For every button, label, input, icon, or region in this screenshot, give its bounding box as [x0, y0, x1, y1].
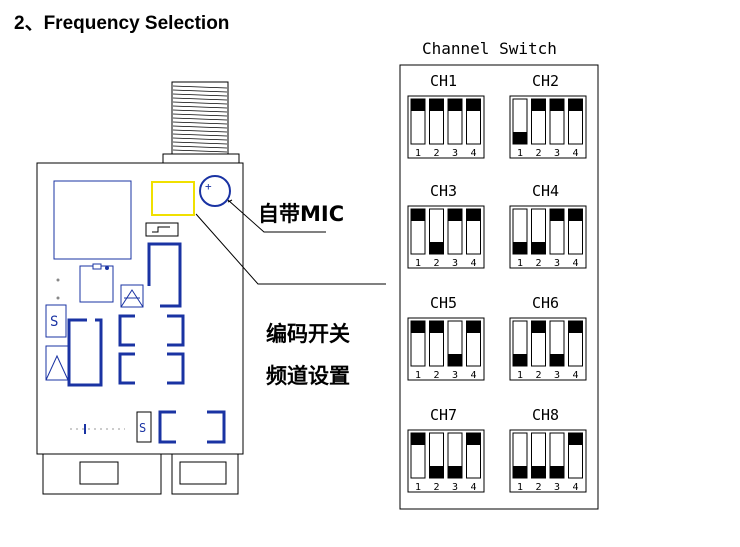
channel-7: CH7 1 2 3 4: [407, 406, 485, 493]
pin-number: 1: [517, 258, 523, 269]
mic-label: 自带MIC: [258, 202, 345, 226]
dip-switch-knob-up: [466, 99, 481, 111]
antenna-connector: [162, 81, 240, 167]
pin-number: 4: [471, 370, 477, 381]
pin-number: 2: [434, 370, 440, 381]
dip-switch-knob-down: [448, 354, 462, 366]
channel-2: CH2 1 2 3 4: [509, 72, 587, 159]
pin-number: 4: [573, 370, 579, 381]
dip-switch-knob-up: [411, 433, 425, 445]
pin-number: 2: [536, 258, 542, 269]
channel-label: CH1: [430, 72, 457, 90]
dip-switch-knob-up: [568, 321, 583, 333]
pin-number: 2: [434, 482, 440, 493]
pin-number: 4: [471, 148, 477, 159]
pin-number: 3: [452, 258, 458, 269]
dip-switch-knob-up: [466, 433, 481, 445]
dip-switch-knob-up: [568, 433, 583, 445]
channel-8: CH8 1 2 3 4: [509, 406, 587, 493]
pin-number: 3: [452, 148, 458, 159]
dip-switch-knob-up: [568, 99, 583, 111]
channel-label: CH2: [532, 72, 559, 90]
dip-switch-knob-down: [429, 466, 444, 478]
dip-switch-knob-up: [411, 321, 425, 333]
dip-switch-knob-down: [513, 132, 527, 144]
channel-6: CH6 1 2 3 4: [509, 294, 587, 381]
pin-number: 1: [415, 482, 421, 493]
channel-label: CH6: [532, 294, 559, 312]
dip-switch-knob-down: [531, 242, 546, 254]
dip-switch-knob-up: [411, 209, 425, 221]
pin-number: 1: [415, 148, 421, 159]
channel-label: CH5: [430, 294, 457, 312]
pin-number: 4: [471, 258, 477, 269]
dip-switch-knob-up: [448, 209, 462, 221]
bottom-connectors: [42, 453, 239, 495]
pin-number: 3: [554, 482, 560, 493]
channel-1: CH1 1 2 3 4: [407, 72, 485, 159]
channel-3: CH3 1 2 3 4: [407, 182, 485, 269]
channel-switch-title: Channel Switch: [422, 39, 557, 58]
channel-5: CH5 1 2 3 4: [407, 294, 485, 381]
dip-switch-knob-down: [429, 242, 444, 254]
dip-switch-knob-down: [513, 242, 527, 254]
dip-switch-knob-down: [513, 466, 527, 478]
pin-number: 1: [415, 370, 421, 381]
svg-text:+: +: [205, 180, 212, 193]
dip-switch-knob-up: [429, 321, 444, 333]
dip-switch-knob-up: [411, 99, 425, 111]
dip-switch-label: 编码开关: [266, 322, 350, 346]
dip-switch-knob-up: [550, 99, 564, 111]
dip-switch-knob-up: [466, 209, 481, 221]
svg-text:S: S: [139, 421, 146, 435]
dip-switch-knob-up: [429, 99, 444, 111]
channel-label: CH4: [532, 182, 559, 200]
pcb-board: + S S: [36, 162, 244, 455]
pin-number: 2: [536, 148, 542, 159]
pin-number: 3: [452, 482, 458, 493]
channel-label: CH8: [532, 406, 559, 424]
pin-number: 2: [536, 482, 542, 493]
pin-number: 1: [517, 482, 523, 493]
section-heading: 2、Frequency Selection: [14, 13, 230, 34]
dip-switch-knob-up: [448, 99, 462, 111]
dip-switch-knob-up: [531, 321, 546, 333]
pin-number: 4: [573, 258, 579, 269]
pin-number: 1: [517, 370, 523, 381]
dip-switch-knob-down: [550, 466, 564, 478]
channel-setting-label: 频道设置: [266, 364, 350, 388]
channel-label: CH7: [430, 406, 457, 424]
pin-number: 1: [415, 258, 421, 269]
leader-lines: [195, 199, 386, 285]
chip-outline: [53, 180, 132, 260]
pin-number: 4: [573, 482, 579, 493]
dip-switch-knob-up: [531, 99, 546, 111]
pin-number: 3: [554, 148, 560, 159]
pin-number: 2: [434, 148, 440, 159]
dip-switch-knob-down: [448, 466, 462, 478]
svg-text:S: S: [50, 314, 58, 330]
dip-switch-knob-up: [550, 209, 564, 221]
pin-number: 1: [517, 148, 523, 159]
pin-number: 4: [471, 482, 477, 493]
microphone-icon: [199, 175, 231, 207]
dip-switch-knob-down: [531, 466, 546, 478]
channel-label: CH3: [430, 182, 457, 200]
pin-number: 2: [536, 370, 542, 381]
dip-switch-knob-up: [466, 321, 481, 333]
pin-number: 3: [452, 370, 458, 381]
pin-number: 4: [573, 148, 579, 159]
pin-number: 2: [434, 258, 440, 269]
dip-switch-knob-up: [568, 209, 583, 221]
dip-switch-highlight: [151, 181, 195, 216]
pin-number: 3: [554, 370, 560, 381]
dip-switch-knob-down: [513, 354, 527, 366]
pin-number: 3: [554, 258, 560, 269]
dip-switch-knob-down: [550, 354, 564, 366]
channel-4: CH4 1 2 3 4: [509, 182, 587, 269]
